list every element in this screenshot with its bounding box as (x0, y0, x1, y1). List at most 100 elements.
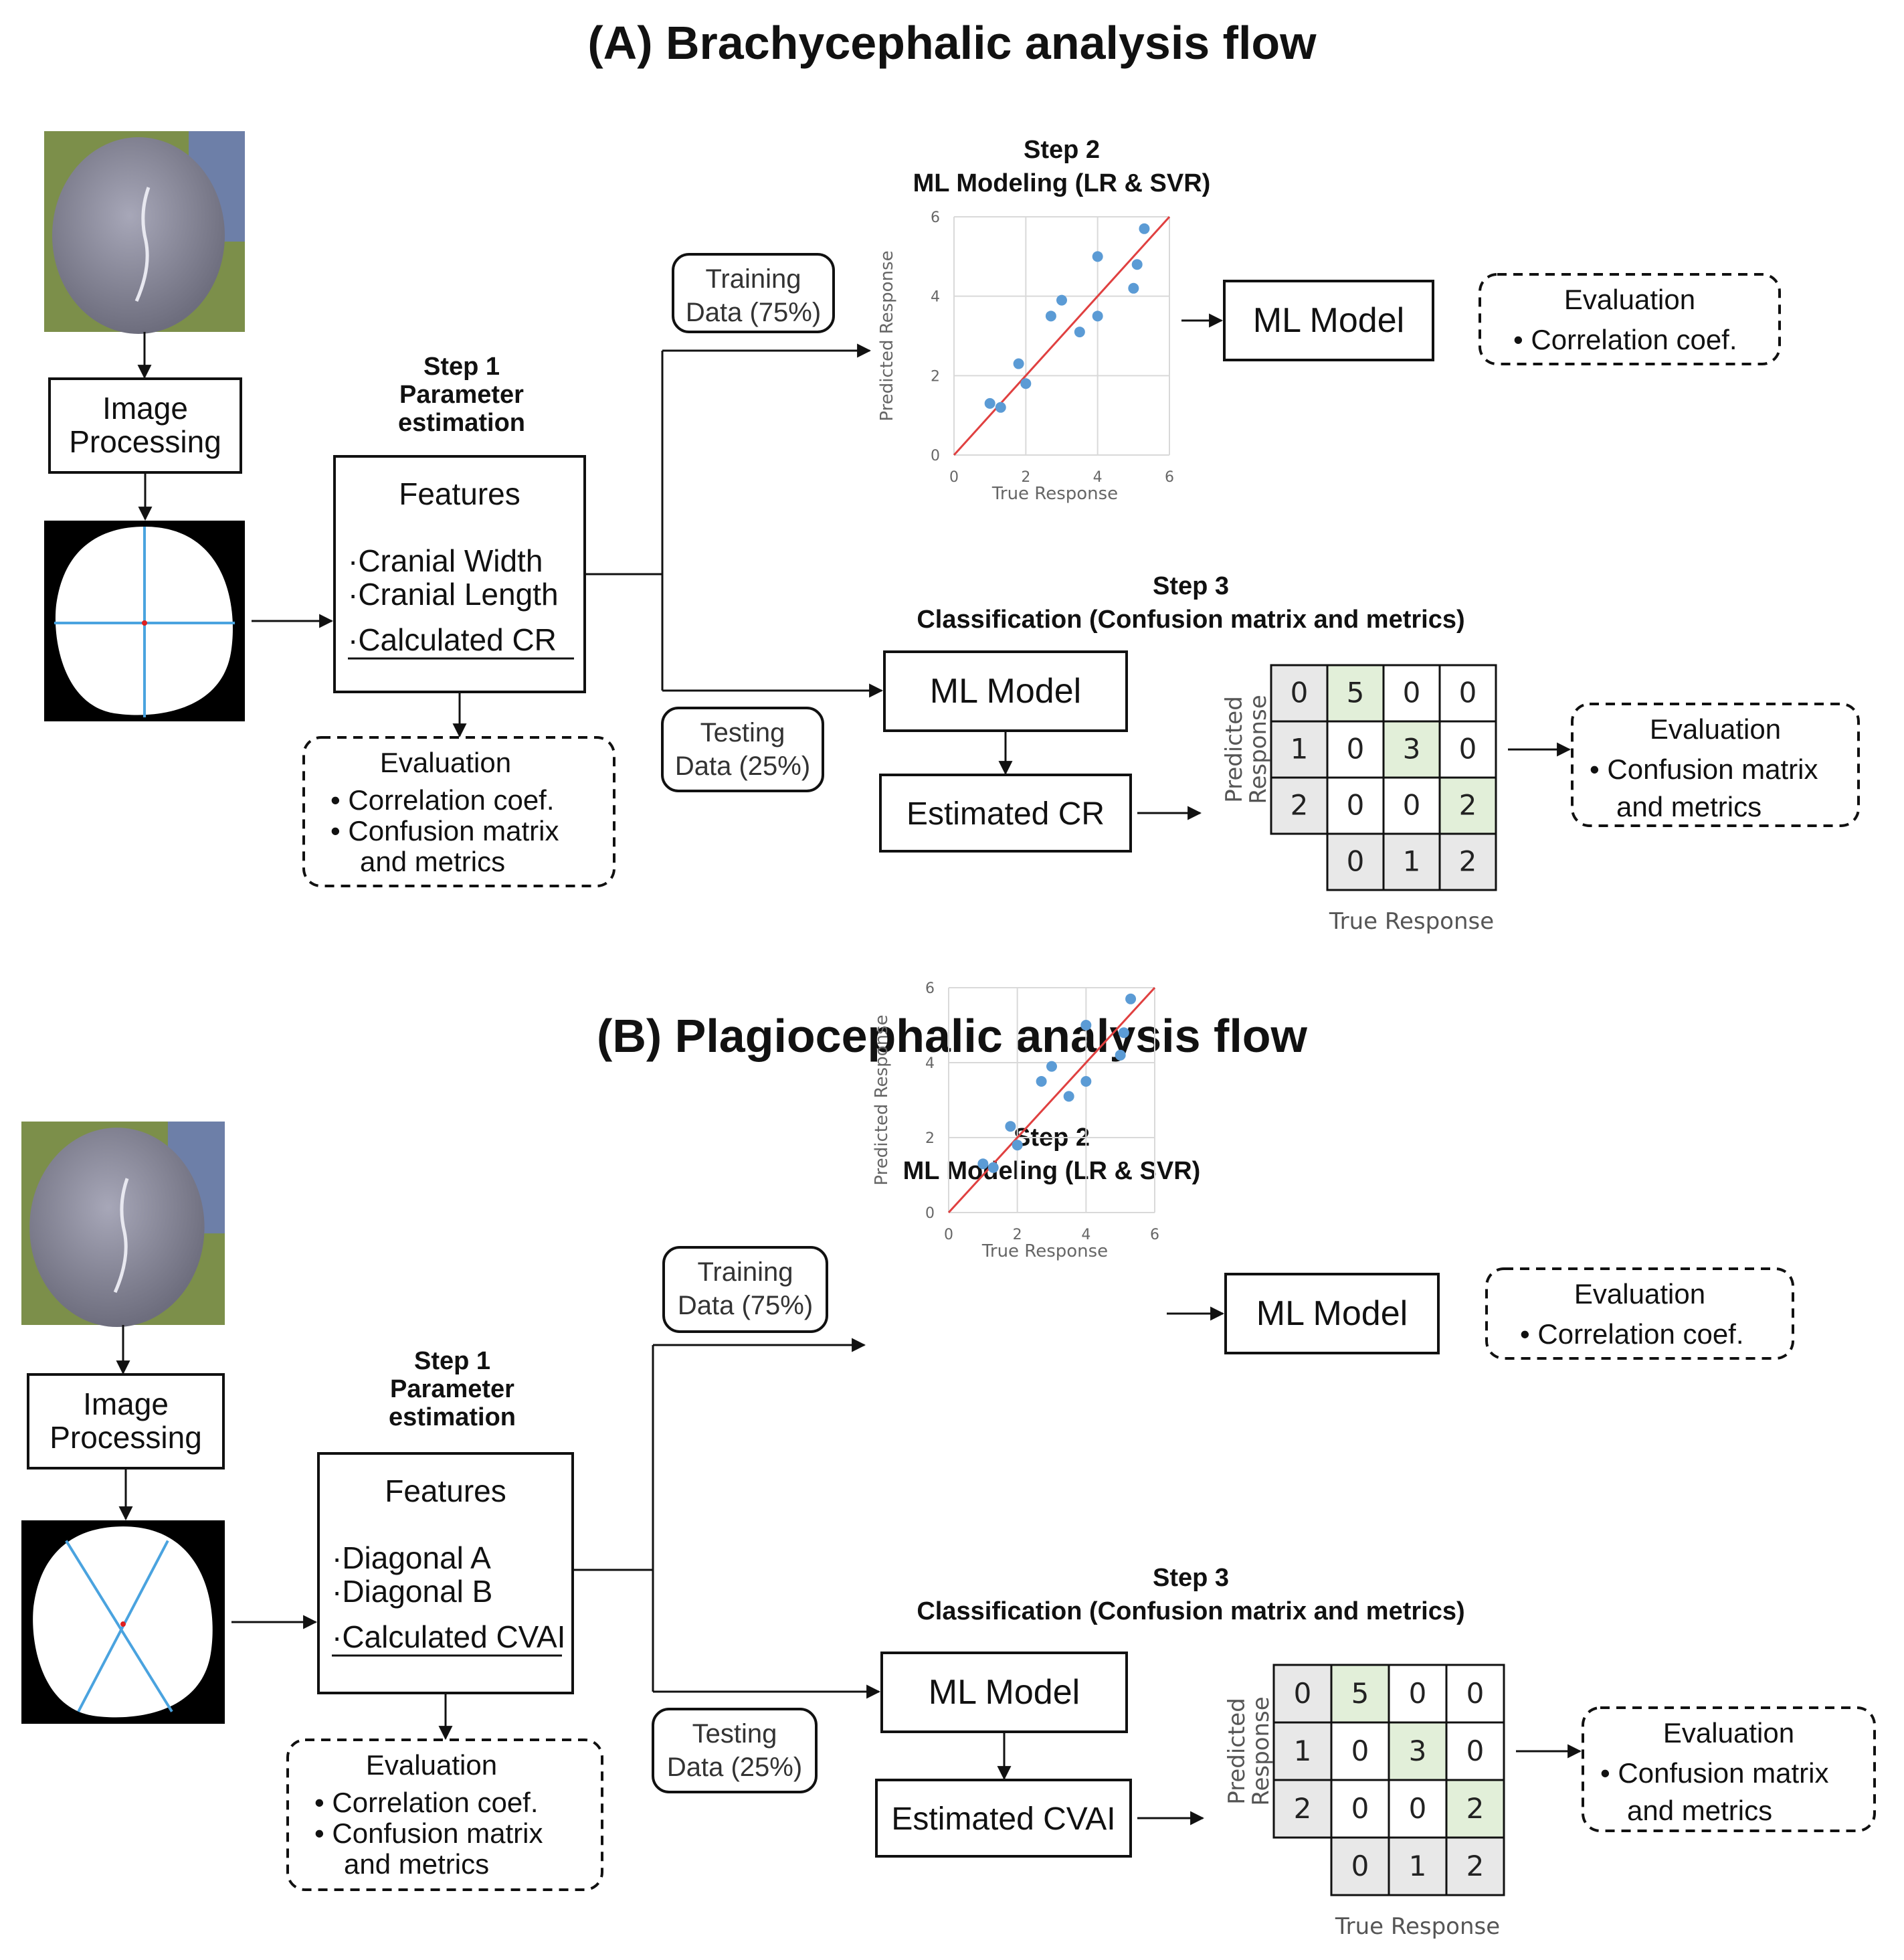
data-point (995, 402, 1006, 413)
ml-model-box (1224, 1273, 1440, 1354)
scalp-highlight (113, 1178, 129, 1294)
data-point (1125, 993, 1137, 1004)
features-title: Features (385, 1474, 506, 1508)
matrix-cell (1382, 776, 1441, 835)
data-point (1045, 310, 1056, 322)
data-point (1115, 1049, 1126, 1061)
matrix-value: 0 (1459, 676, 1477, 709)
x-tick-label: 6 (1165, 469, 1174, 486)
matrix-value: 3 (1403, 732, 1421, 765)
label-line: Parameter (399, 381, 524, 409)
row-label: 1 (1291, 732, 1309, 765)
data-point (987, 1162, 999, 1173)
evaluation-item: and metrics (1616, 791, 1762, 822)
matrix-cell (1382, 720, 1441, 779)
evaluation-item: • Correlation coef. (330, 784, 555, 816)
step2-subtitle: ML Modeling (LR & SVR) (913, 169, 1211, 197)
feature-item: ·Calculated CR (348, 622, 557, 657)
matrix-value: 0 (1409, 1677, 1427, 1710)
ml-model-label: ML Model (1253, 301, 1404, 340)
data-point (1092, 310, 1103, 322)
matrix-cell (1438, 720, 1497, 779)
row-label-cell (1272, 1664, 1333, 1724)
feature-item: ·Diagonal B (332, 1574, 492, 1609)
col-label-cell (1388, 1836, 1448, 1896)
x-tick-label: 0 (949, 469, 959, 486)
feature-item: ·Cranial Width (348, 543, 543, 578)
data-point (1080, 1020, 1092, 1031)
training-data-box (672, 253, 835, 333)
col-label: 2 (1459, 844, 1477, 877)
evaluation-box-step1 (302, 736, 615, 887)
matrix-y-label: Response (1248, 1696, 1274, 1805)
evaluation-item: • Confusion matrix (314, 1817, 543, 1849)
step2-subtitle: ML Modeling (LR & SVR) (903, 1157, 1201, 1185)
evaluation-title: Evaluation (1574, 1278, 1705, 1310)
data-point (1139, 223, 1150, 234)
matrix-value: 0 (1466, 1677, 1485, 1710)
head-photo (21, 1122, 225, 1328)
step1-title: Step 1 (423, 353, 500, 381)
features-box (317, 1452, 574, 1694)
data-point (1092, 251, 1103, 262)
testing-label: Data (25%) (667, 1753, 802, 1782)
row-label-cell (1272, 1779, 1333, 1839)
row-label-cell (1270, 664, 1329, 723)
row-label: 0 (1291, 676, 1309, 709)
matrix-value: 0 (1403, 676, 1421, 709)
col-label-cell (1326, 832, 1385, 891)
testing-data-box (661, 707, 824, 792)
x-axis-label: True Response (991, 484, 1118, 504)
x-tick-label: 6 (1150, 1227, 1159, 1243)
estimated-value-label: Estimated CVAI (891, 1801, 1115, 1837)
estimated-value-label: Estimated CR (907, 796, 1105, 832)
evaluation-item: • Confusion matrix (1590, 753, 1818, 785)
panel-title: (B) Plagiocephalic analysis flow (597, 1010, 1308, 1062)
center-point (142, 620, 147, 626)
step3-title: Step 3 (1153, 1564, 1229, 1592)
evaluation-item: • Correlation coef. (314, 1787, 539, 1818)
estimated-value-box (875, 1779, 1132, 1858)
matrix-value: 0 (1403, 788, 1421, 821)
col-label: 1 (1403, 844, 1421, 877)
matrix-cell (1330, 1664, 1390, 1724)
y-tick-label: 0 (925, 1205, 935, 1222)
matrix-value: 0 (1347, 732, 1365, 765)
col-label: 0 (1347, 844, 1365, 877)
label-line: Processing (69, 424, 221, 459)
evaluation-item: and metrics (1627, 1795, 1772, 1826)
y-axis-label: Predicted Response (877, 250, 897, 421)
matrix-value: 0 (1351, 1792, 1369, 1825)
x-tick-label: 4 (1093, 469, 1103, 486)
row-label: 0 (1294, 1677, 1312, 1710)
y-tick-label: 6 (931, 209, 940, 226)
x-tick-label: 2 (1013, 1227, 1022, 1243)
training-data-box (662, 1246, 828, 1333)
matrix-y-label: Response (1245, 695, 1272, 804)
data-point (1128, 282, 1139, 294)
evaluation-item: • Confusion matrix (1600, 1757, 1829, 1789)
label-line: Image (83, 1387, 169, 1421)
col-label: 2 (1466, 1850, 1485, 1882)
evaluation-item: • Correlation coef. (1520, 1318, 1744, 1350)
feature-item: ·Cranial Length (348, 577, 559, 612)
step3-subtitle: Classification (Confusion matrix and met… (917, 1597, 1464, 1625)
col-label-cell (1382, 832, 1441, 891)
row-label: 2 (1294, 1792, 1312, 1825)
y-tick-label: 6 (925, 980, 935, 997)
matrix-value: 3 (1409, 1734, 1427, 1767)
head-photo (44, 131, 245, 334)
label-line: Processing (50, 1420, 202, 1455)
row-label-cell (1270, 720, 1329, 779)
step3-subtitle: Classification (Confusion matrix and met… (917, 606, 1464, 634)
y-tick-label: 2 (931, 368, 940, 385)
evaluation-title: Evaluation (380, 747, 511, 778)
y-tick-label: 4 (925, 1055, 935, 1072)
